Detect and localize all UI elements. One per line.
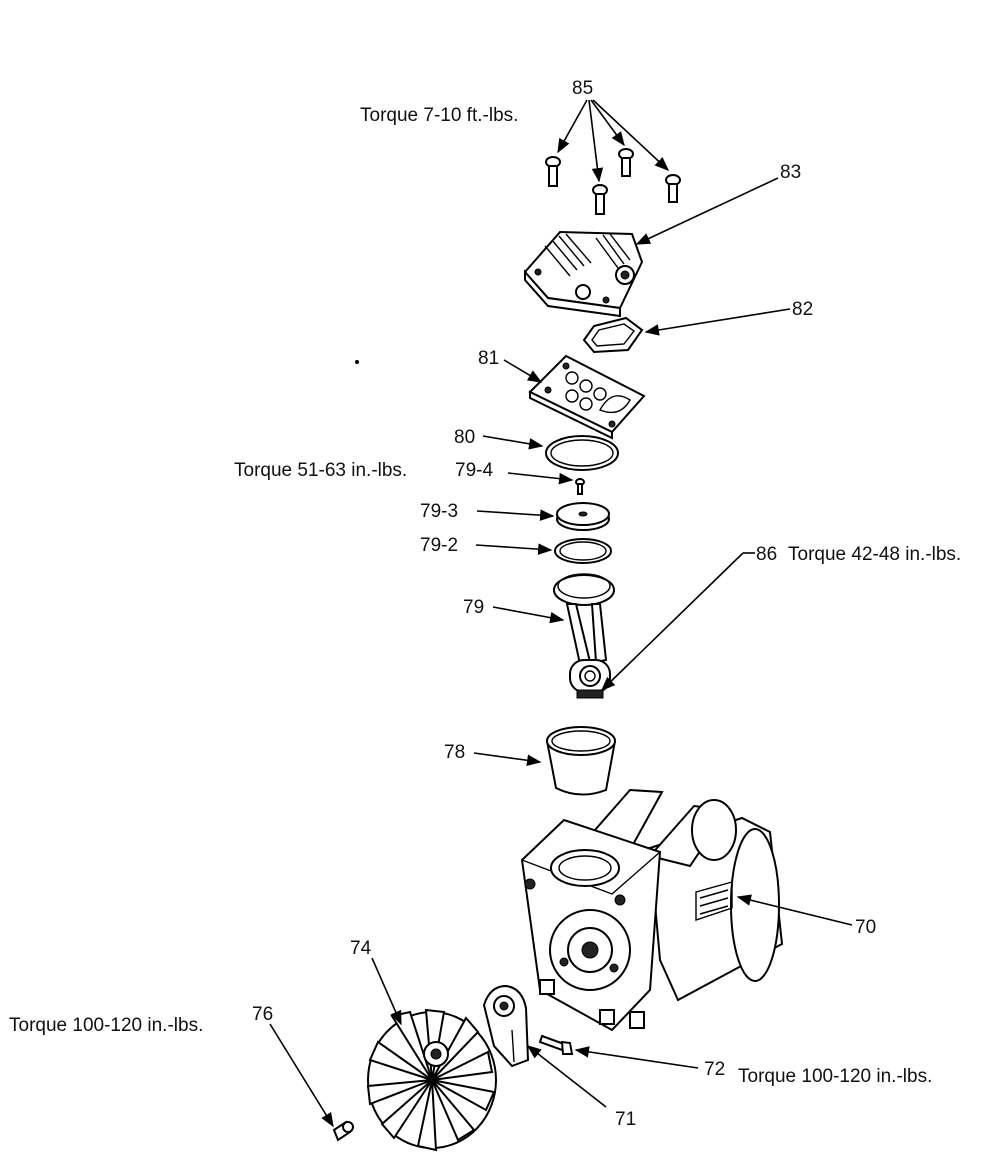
screw-85-c xyxy=(592,184,608,215)
leader-86 xyxy=(600,552,744,692)
part-79-2-seal-inner xyxy=(559,541,607,561)
torque-86: Torque 42-48 in.-lbs. xyxy=(788,544,961,565)
part-85-screws xyxy=(545,148,681,215)
torque-72: Torque 100-120 in.-lbs. xyxy=(738,1066,932,1087)
label-78: 78 xyxy=(444,742,465,763)
leader-81 xyxy=(503,359,543,383)
torque-79-4: Torque 51-63 in.-lbs. xyxy=(234,460,407,481)
label-82: 82 xyxy=(792,299,813,320)
part-82-gasket-inner xyxy=(591,323,636,347)
leaders-85 xyxy=(557,99,670,183)
part-71-eccentric xyxy=(482,984,530,1068)
part-78-cylinder-sleeve xyxy=(546,726,616,796)
label-70: 70 xyxy=(855,917,876,938)
label-83: 83 xyxy=(780,162,801,183)
leader-79 xyxy=(492,606,565,624)
label-79-3: 79-3 xyxy=(420,501,458,522)
leader-76 xyxy=(269,1023,334,1128)
label-86: 86 xyxy=(756,544,777,565)
label-79: 79 xyxy=(463,597,484,618)
part-82-gasket xyxy=(582,316,644,354)
label-76: 76 xyxy=(252,1004,273,1025)
label-74: 74 xyxy=(350,938,372,959)
part-74-fan xyxy=(366,1008,497,1152)
part-72-bolt xyxy=(538,1034,574,1055)
stray-mark xyxy=(355,360,359,364)
label-80: 80 xyxy=(454,427,475,448)
leader-74 xyxy=(371,957,402,1026)
leader-71 xyxy=(526,1045,607,1108)
label-71: 71 xyxy=(615,1109,636,1130)
part-80-o-ring xyxy=(545,435,619,471)
part-81-valve-plate xyxy=(528,354,646,440)
leader-70 xyxy=(736,894,853,926)
part-70-crankcase-motor xyxy=(520,788,784,1032)
part-79-4-screw xyxy=(575,478,585,495)
label-85: 85 xyxy=(572,78,593,99)
label-79-2: 79-2 xyxy=(420,535,458,556)
part-76-screw xyxy=(332,1120,354,1142)
part-83-cylinder-head xyxy=(523,230,644,318)
leader-79-3 xyxy=(476,509,555,521)
label-79-4: 79-4 xyxy=(455,460,493,481)
screw-85-d xyxy=(665,174,681,203)
leader-80 xyxy=(482,435,544,450)
screw-85-b xyxy=(618,148,634,177)
torque-85: Torque 7-10 ft.-lbs. xyxy=(360,105,518,126)
part-79-connecting-rod xyxy=(553,573,615,699)
part-80-o-ring-inner xyxy=(550,439,614,467)
leader-72 xyxy=(574,1046,699,1069)
label-81: 81 xyxy=(478,348,499,369)
part-79-3-retainer xyxy=(556,502,610,531)
leader-79-2 xyxy=(475,543,553,555)
leader-83 xyxy=(635,177,779,245)
leader-82 xyxy=(644,308,791,336)
label-72: 72 xyxy=(704,1059,725,1080)
torque-76: Torque 100-120 in.-lbs. xyxy=(9,1015,203,1036)
leader-79-4 xyxy=(507,472,574,485)
part-79-2-seal xyxy=(554,538,612,564)
screw-85-a xyxy=(545,156,561,187)
leader-78 xyxy=(473,752,542,766)
